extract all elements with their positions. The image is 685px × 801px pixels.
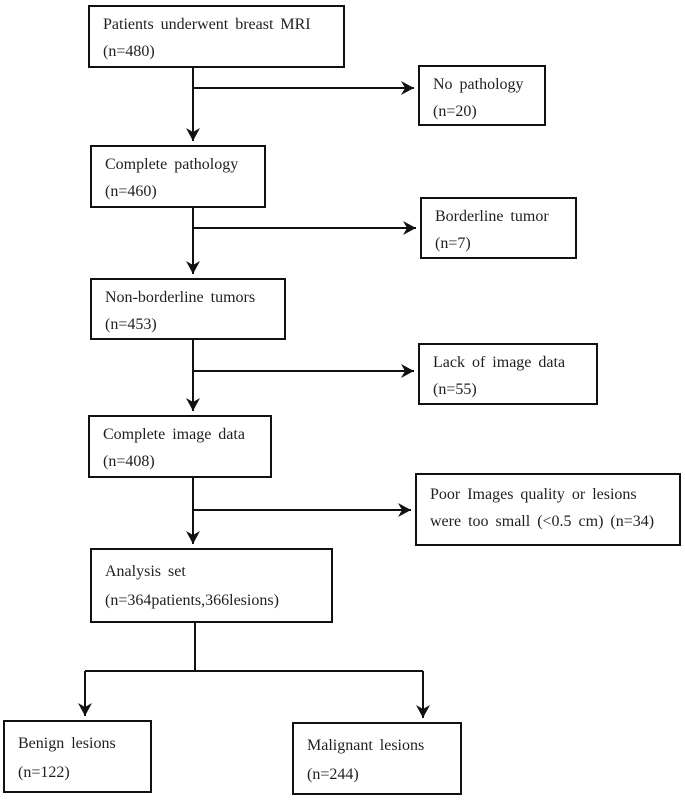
flow-box-malignant-lesions: Malignant lesions (n=244) [292,722,462,795]
box-count: (n=480) [103,43,155,60]
flow-box-patients-underwent-breast-mri: Patients underwent breast MRI (n=480) [88,5,345,68]
box-label: Non-borderline tumors [105,289,256,306]
box-label: Benign lesions [18,735,116,752]
box-label: Borderline tumor [435,208,549,225]
box-count: (n=244) [307,766,359,783]
box-count: (n=55) [433,381,477,398]
box-count: (n=453) [105,316,157,333]
flow-box-analysis-set: Analysis set (n=364patients,366lesions) [90,548,333,623]
box-count: were too small (<0.5 cm) (n=34) [430,513,655,530]
flow-box-borderline-tumor: Borderline tumor (n=7) [420,197,577,259]
flow-box-non-borderline-tumors: Non-borderline tumors (n=453) [90,278,286,340]
box-label: Analysis set [105,563,186,580]
box-label: Poor Images quality or lesions [430,486,637,503]
box-label: Malignant lesions [307,737,425,754]
flow-box-complete-pathology: Complete pathology (n=460) [90,145,266,208]
box-count: (n=364patients,366lesions) [105,592,279,609]
box-label: Lack of image data [433,354,566,371]
flow-box-complete-image-data: Complete image data (n=408) [88,415,272,478]
box-label: No pathology [433,76,524,93]
box-count: (n=408) [103,453,155,470]
box-count: (n=20) [433,103,477,120]
flow-box-benign-lesions: Benign lesions (n=122) [3,720,152,793]
box-label: Patients underwent breast MRI [103,16,311,33]
box-count: (n=460) [105,183,157,200]
box-label: Complete image data [103,426,245,443]
box-count: (n=7) [435,235,471,252]
flow-box-no-pathology: No pathology (n=20) [418,65,546,126]
flow-box-lack-of-image-data: Lack of image data (n=55) [418,343,598,405]
flow-box-poor-image-quality: Poor Images quality or lesions were too … [415,473,681,546]
box-count: (n=122) [18,764,70,781]
box-label: Complete pathology [105,156,239,173]
